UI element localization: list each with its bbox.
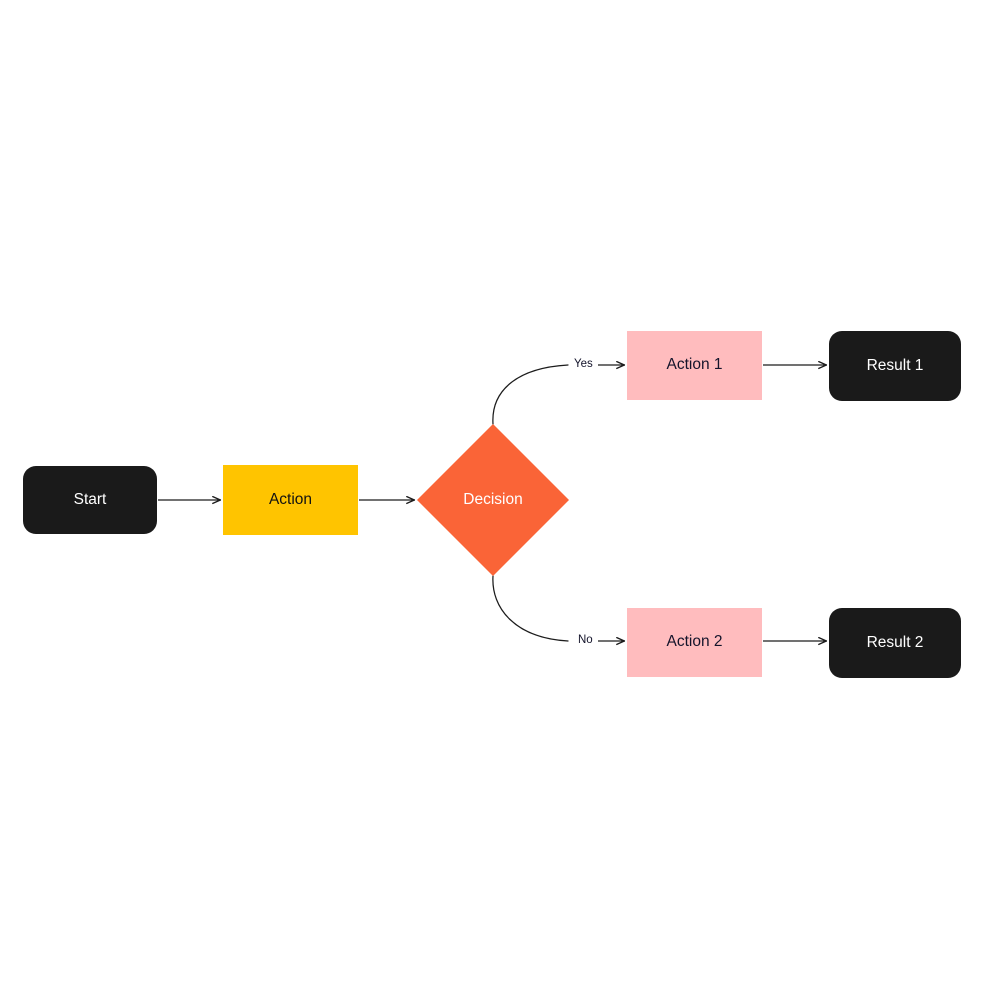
node-start[interactable]: Start <box>23 466 157 534</box>
edge-label-yes: Yes <box>573 358 594 371</box>
node-action-1-label: Action 1 <box>666 356 723 374</box>
node-action-2-label: Action 2 <box>666 633 723 651</box>
node-decision-label: Decision <box>463 490 523 508</box>
node-start-label: Start <box>73 490 107 508</box>
node-action[interactable]: Action <box>223 465 358 535</box>
edge-label-no: No <box>577 634 594 647</box>
edge-decision-to-action2-curve <box>492 575 569 642</box>
node-action-label: Action <box>268 490 313 508</box>
node-result-2[interactable]: Result 2 <box>829 608 961 678</box>
node-action-1[interactable]: Action 1 <box>627 331 762 400</box>
edge-decision-to-action1-curve <box>492 364 569 425</box>
node-decision[interactable]: Decision <box>417 424 569 576</box>
node-result-1-label: Result 1 <box>866 356 924 374</box>
node-result-1[interactable]: Result 1 <box>829 331 961 401</box>
node-action-2[interactable]: Action 2 <box>627 608 762 677</box>
node-result-2-label: Result 2 <box>866 633 924 651</box>
